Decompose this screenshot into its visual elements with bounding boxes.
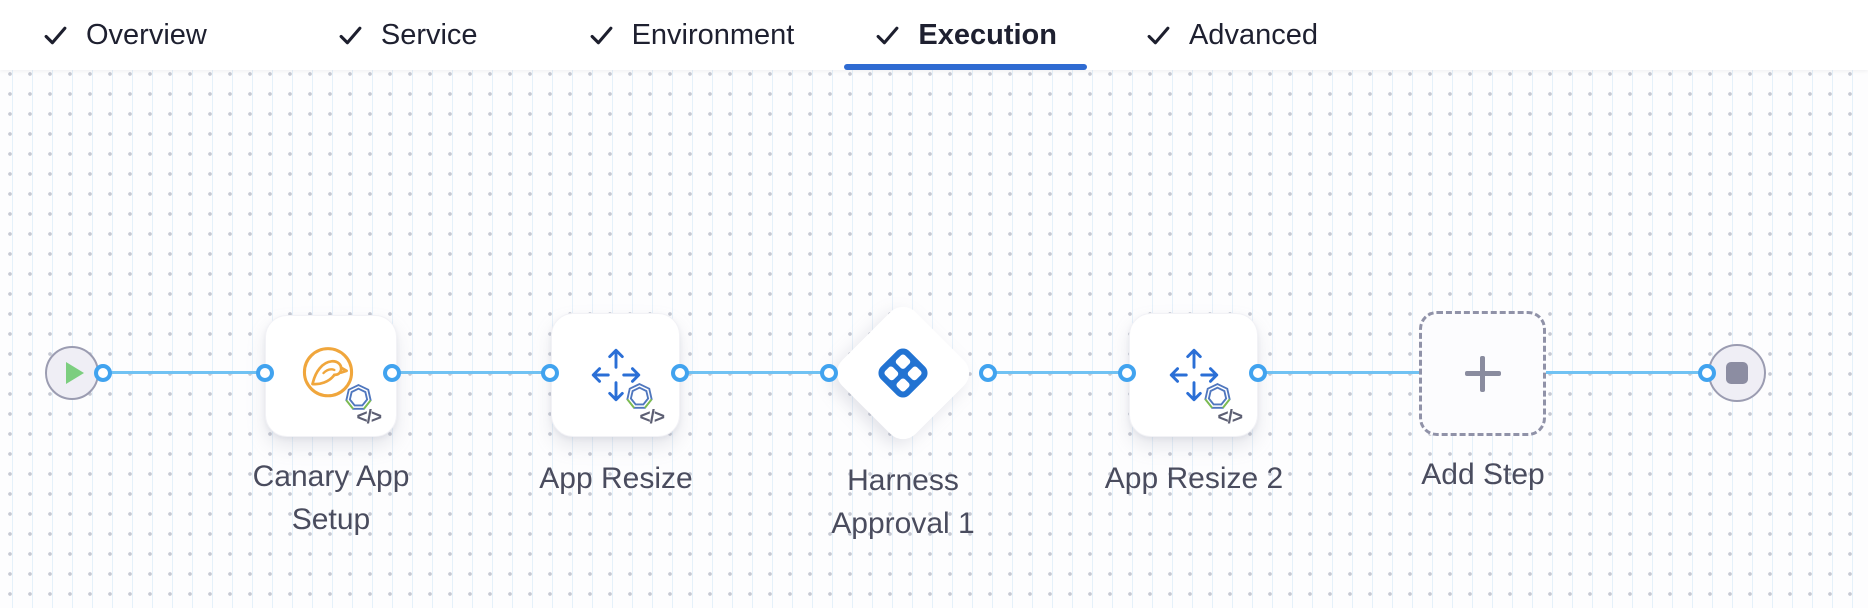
connector-line: [392, 371, 550, 374]
code-view-toggle[interactable]: </>: [1217, 407, 1244, 428]
connector-line: [103, 371, 265, 374]
tab-environment[interactable]: Environment: [588, 0, 795, 70]
step-node-app-resize-2[interactable]: </>: [1129, 313, 1258, 437]
connector-line: [680, 371, 829, 374]
hexagon-gear-badge: [345, 384, 372, 410]
check-icon: [1147, 26, 1170, 44]
step-node-app-resize[interactable]: </>: [551, 313, 680, 437]
pipeline-start-node[interactable]: [45, 346, 99, 400]
step-label-add-step: Add Step: [1421, 458, 1545, 491]
connector-port[interactable]: [671, 364, 689, 382]
connector-port[interactable]: [820, 364, 838, 382]
connector-port[interactable]: [94, 364, 112, 382]
connector-port[interactable]: [541, 364, 559, 382]
check-icon: [339, 26, 362, 44]
check-icon: [44, 26, 67, 44]
step-label-canary-app-setup: Canary App Setup: [252, 460, 410, 536]
connector-port[interactable]: [256, 364, 274, 382]
hexagon-gear-badge: [1203, 383, 1231, 409]
step-label-app-resize-2: App Resize 2: [1104, 462, 1284, 495]
hexagon-gear-badge: [625, 383, 653, 409]
play-icon: [66, 362, 84, 384]
tab-label: Service: [380, 18, 478, 51]
canary-bird-icon: [302, 347, 354, 398]
step-label-app-resize: App Resize: [539, 462, 693, 495]
tab-label: Execution: [918, 18, 1057, 51]
pipeline-end-node[interactable]: [1708, 344, 1766, 402]
connector-port[interactable]: [383, 364, 401, 382]
step-label-harness-approval: Harness Approval 1: [831, 464, 975, 540]
add-step-button[interactable]: [1419, 311, 1546, 436]
step-node-harness-approval[interactable]: [829, 299, 977, 447]
stop-icon: [1726, 362, 1748, 384]
resize-arrows-icon: [591, 348, 640, 402]
connector-port[interactable]: [1118, 364, 1136, 382]
code-view-toggle[interactable]: </>: [639, 407, 666, 428]
check-icon: [590, 26, 612, 44]
code-view-toggle[interactable]: </>: [356, 407, 383, 428]
tab-execution[interactable]: Execution: [844, 0, 1087, 70]
tab-advanced[interactable]: Advanced: [1145, 0, 1318, 70]
connector-line: [1546, 371, 1707, 374]
tab-service[interactable]: Service: [337, 0, 478, 70]
step-wizard-tabbar: Overview Service Environment Execution A…: [0, 0, 1868, 70]
tab-label: Overview: [86, 18, 207, 51]
pipeline-canvas[interactable]: </> </>: [0, 70, 1868, 608]
plus-icon: [1464, 355, 1501, 392]
tab-label: Environment: [631, 18, 795, 51]
connector-line: [988, 371, 1127, 374]
resize-arrows-icon: [1169, 348, 1218, 402]
check-icon: [876, 26, 899, 44]
connector-port[interactable]: [1249, 364, 1267, 382]
connector-port[interactable]: [1698, 364, 1716, 382]
tab-overview[interactable]: Overview: [42, 0, 207, 70]
harness-logo-icon: [874, 344, 932, 402]
active-tab-underline: [844, 64, 1087, 70]
tab-label: Advanced: [1188, 18, 1318, 51]
step-node-canary-app-setup[interactable]: </>: [265, 315, 397, 437]
connector-port[interactable]: [979, 364, 997, 382]
connector-line: [1258, 371, 1419, 374]
